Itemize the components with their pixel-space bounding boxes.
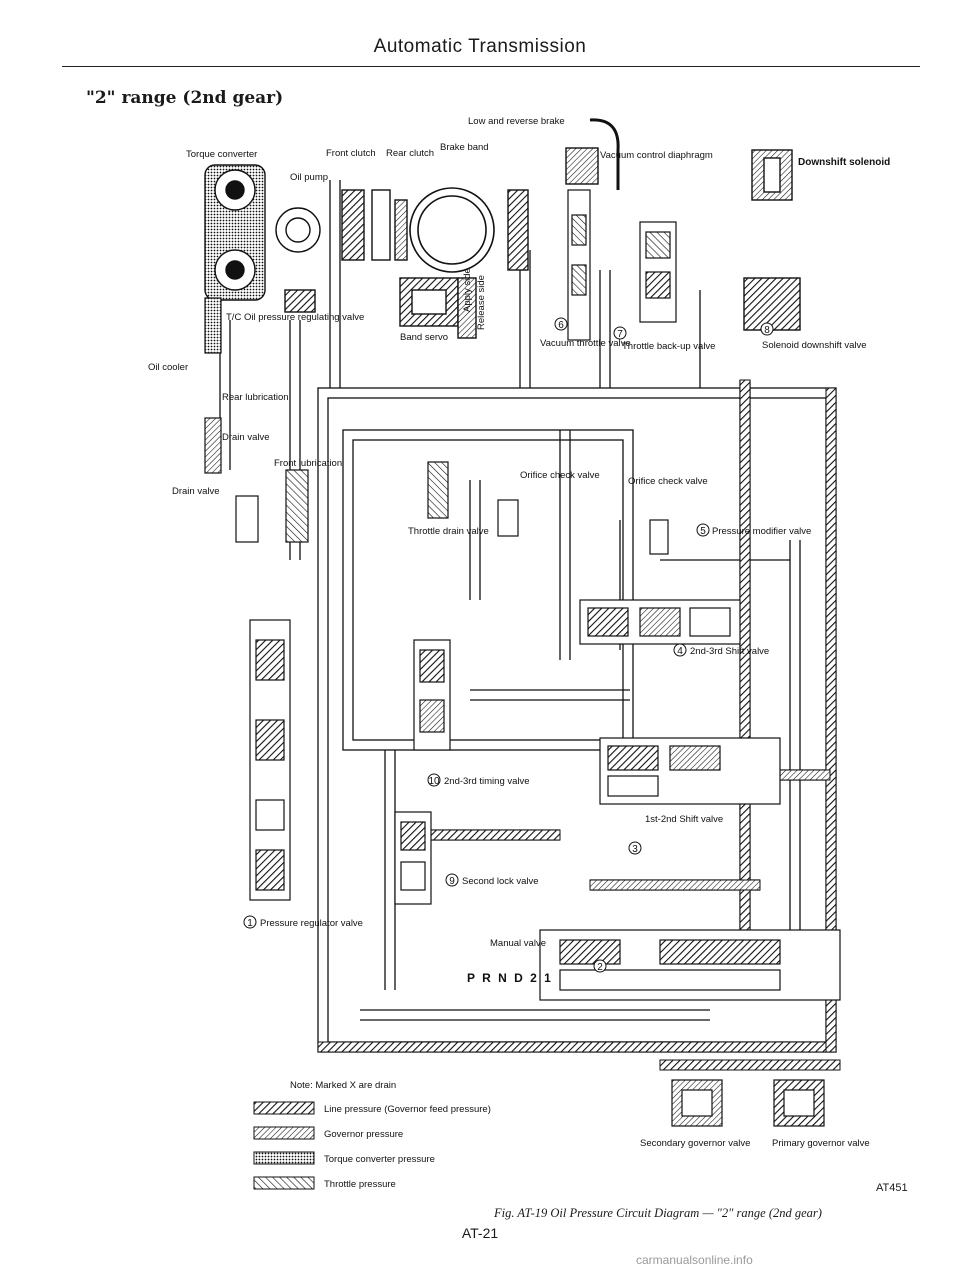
label-brake-band: Brake band: [440, 142, 489, 153]
svg-text:7: 7: [617, 329, 623, 340]
label-secondary-governor-valve: Secondary governor valve: [640, 1138, 750, 1149]
label-throttle-drain-valve: Throttle drain valve: [408, 526, 489, 537]
low-reverse-brake: [507, 189, 529, 271]
shift-1st-2nd-valve-body: [599, 737, 781, 805]
legend-label-throttle-pressure: Throttle pressure: [324, 1179, 396, 1190]
label-timing-2nd-3rd-valve: 2nd-3rd timing valve: [444, 776, 530, 787]
second-lock-valve-body: [394, 811, 432, 905]
figure-caption: Fig. AT-19 Oil Pressure Circuit Diagram …: [494, 1206, 822, 1220]
legend-swatch-throttle-pressure: [253, 1176, 315, 1190]
svg-text:3: 3: [632, 844, 638, 855]
brake-band: [409, 187, 495, 273]
governor-valves: [671, 1079, 825, 1127]
legend-label-torque-converter-pressure: Torque converter pressure: [324, 1154, 435, 1165]
label-tc-oil-pressure-valve: T/C Oil pressure regulating valve: [226, 312, 364, 323]
label-pressure-modifier-valve: Pressure modifier valve: [712, 526, 811, 537]
page-header-title: Automatic Transmission: [373, 36, 587, 57]
watermark-text: carmanualsonline.info: [636, 1253, 753, 1267]
header-rule: [62, 66, 920, 67]
label-front-lubrication: Front lubrication: [274, 458, 342, 469]
legend-label-governor-pressure: Governor pressure: [324, 1129, 403, 1140]
clutch-drums: [341, 189, 408, 261]
label-pressure-regulator-valve: Pressure regulator valve: [260, 918, 363, 929]
label-vacuum-control-diaphragm: Vacuum control diaphragm: [600, 150, 713, 161]
legend-swatch-torque-converter-pressure: [253, 1151, 315, 1165]
label-shift-1st-2nd-valve: 1st-2nd Shift valve: [645, 814, 723, 825]
label-oil-cooler: Oil cooler: [148, 362, 188, 373]
label-band-servo: Band servo: [400, 332, 448, 343]
throttle-drain-valve-body: [427, 461, 449, 519]
label-oil-pump: Oil pump: [290, 172, 328, 183]
throttle-backup-valve-body: [639, 221, 677, 323]
label-drain-valve-small: Drain valve: [222, 432, 270, 443]
label-rear-clutch: Rear clutch: [386, 148, 434, 159]
label-vacuum-throttle-valve: Vacuum throttle valve: [540, 338, 631, 349]
torque-converter: [204, 164, 266, 301]
svg-text:9: 9: [449, 876, 455, 887]
label-rear-lubrication: Rear lubrication: [222, 392, 289, 403]
label-release-side: Release side: [476, 275, 487, 330]
label-orifice-check-valve-2: Orifice check valve: [628, 476, 708, 487]
timing-valve-body: [413, 639, 451, 751]
svg-text:5: 5: [700, 526, 706, 537]
oil-pump: [275, 207, 321, 313]
svg-text:8: 8: [764, 325, 770, 336]
label-downshift-solenoid: Downshift solenoid: [798, 157, 890, 168]
legend-swatch-governor-pressure: [253, 1126, 315, 1140]
svg-text:10: 10: [428, 776, 440, 787]
page-number: AT-21: [461, 1225, 499, 1241]
vacuum-control-diaphragm: [565, 118, 620, 190]
legend-label-line-pressure: Line pressure (Governor feed pressure): [324, 1104, 491, 1115]
label-orifice-check-valve-1: Orifice check valve: [520, 470, 600, 481]
label-low-reverse-brake: Low and reverse brake: [468, 116, 565, 127]
shift-2nd-3rd-valve-body: [579, 599, 741, 645]
legend-swatch-line-pressure: [253, 1101, 315, 1115]
label-manual-valve: Manual valve: [490, 938, 546, 949]
band-servo: [399, 277, 477, 339]
downshift-solenoid: [743, 149, 801, 331]
label-throttle-backup-valve: Throttle back-up valve: [622, 341, 715, 352]
svg-text:2: 2: [597, 962, 603, 973]
label-shift-2nd-3rd-valve: 2nd-3rd Shift valve: [690, 646, 769, 657]
label-second-lock-valve: Second lock valve: [462, 876, 539, 887]
tc-regulating-valve-body: [204, 297, 309, 543]
svg-text:6: 6: [558, 320, 564, 331]
label-front-clutch: Front clutch: [326, 148, 376, 159]
svg-text:4: 4: [677, 646, 683, 657]
legend-note: Note: Marked X are drain: [290, 1080, 396, 1091]
pressure-regulator-valve-body: [249, 619, 291, 901]
label-solenoid-downshift-valve: Solenoid downshift valve: [762, 340, 867, 351]
component-numbers: [243, 317, 774, 973]
label-torque-converter: Torque converter: [186, 149, 257, 160]
orifice-check-valves: [497, 499, 669, 555]
figure-code: AT451: [876, 1182, 908, 1194]
label-prnd: P R N D 2 1: [467, 971, 553, 985]
label-apply-side: Apply side: [462, 268, 473, 312]
vacuum-throttle-valve-body: [567, 189, 591, 341]
section-title: "2" range (2nd gear): [86, 88, 284, 108]
label-drain-valve: Drain valve: [172, 486, 220, 497]
component-number-text: 1 6 7 8 5 4 10 3 9 2: [247, 320, 770, 973]
svg-text:1: 1: [247, 918, 253, 929]
label-primary-governor-valve: Primary governor valve: [772, 1138, 870, 1149]
legend: [253, 1101, 315, 1190]
manual-valve-body: [539, 929, 841, 1001]
